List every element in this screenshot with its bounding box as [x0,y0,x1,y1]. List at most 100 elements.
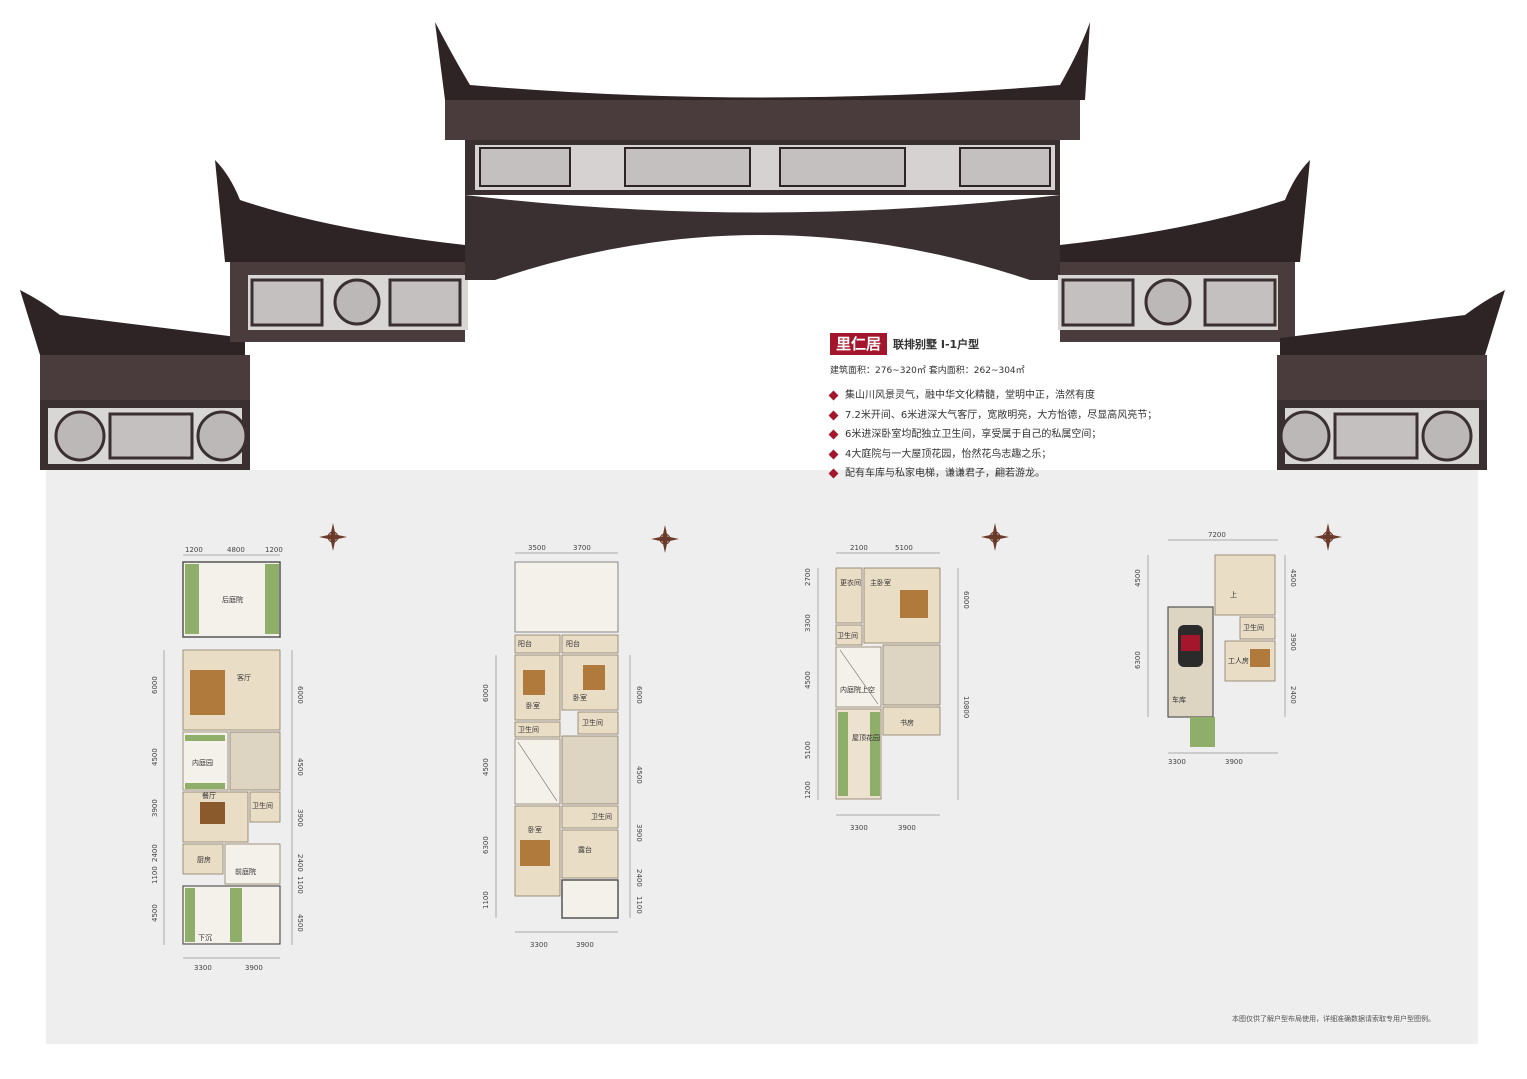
stair-label: 上 [1230,590,1237,599]
dim-label: 4500 [635,766,643,784]
dim-label: 10800 [962,696,970,718]
dim-label: 1200 [185,546,203,554]
dim-label: 6000 [151,676,159,694]
dim-label: 3900 [245,964,263,972]
room-label: 卫生间 [582,718,603,727]
dim-label: 4500 [1289,569,1297,587]
room-label: 屋顶花园 [852,733,880,742]
dim-label: 6000 [962,591,970,609]
room-label: 卫生间 [252,801,273,810]
room-label: 卧室 [528,825,542,834]
dim-label: 4500 [482,758,490,776]
dim-label: 5100 [895,544,913,552]
dim-label: 3300 [1168,758,1186,766]
feature-item: 配有车库与私家电梯，谦谦君子，翩若游龙。 [828,464,1157,484]
dim-label: 6300 [1134,651,1142,669]
dim-label: 4500 [296,914,304,932]
dim-label: 2400 [296,854,304,872]
area-info: 建筑面积：276~320㎡ 套内面积：262~304㎡ [830,366,1025,376]
compass-icon [1314,523,1342,551]
room-label: 厨房 [197,855,211,864]
dim-label: 3900 [151,799,159,817]
dim-label: 3900 [635,824,643,842]
diamond-bullet-icon [828,410,839,421]
dim-label: 4500 [804,671,812,689]
room-label: 前庭院 [235,867,256,876]
dim-label: 3900 [296,809,304,827]
dim-label: 3900 [898,824,916,832]
room-label: 卫生间 [591,812,612,821]
dim-label: 4500 [1134,569,1142,587]
room-label: 阳台 [518,639,532,648]
dim-label: 3300 [804,614,812,632]
room-label: 卫生间 [1243,623,1264,632]
room-label: 更衣间 [840,578,861,587]
dim-label: 2100 [850,544,868,552]
room-label: 餐厅 [202,791,216,800]
dim-label: 6300 [482,836,490,854]
roof-left-low [20,290,245,355]
title-block: 里仁居 联排别墅 I-1户型 [830,333,1010,355]
dim-label: 3900 [1225,758,1243,766]
unit-type-label: 联排别墅 I-1户型 [893,338,980,351]
room-label: 后庭院 [222,595,243,604]
dim-label: 1200 [265,546,283,554]
floor-plan-4: 7200 上 卫生间 工人房 车库 4500 6300 4500 3900 24… [1134,531,1297,766]
compass-icon [319,523,347,551]
dim-label: 1200 [804,781,812,799]
room-label: 阳台 [566,639,580,648]
dim-label: 3700 [573,544,591,552]
feature-item: 4大庭院与一大屋顶花园，怡然花鸟志趣之乐； [828,445,1157,465]
dim-label: 3300 [850,824,868,832]
floor-plan-2: 3500 3700 阳台 阳台 卧室 卧室 卫生间 卫生间 卧室 卫生间 露台 … [482,544,643,949]
room-label: 露台 [578,845,592,854]
room-label: 卫生间 [837,631,858,640]
dim-label: 1100 [151,866,159,884]
diamond-bullet-icon [828,429,839,440]
dim-label: 2700 [804,568,812,586]
room-label: 主卧室 [870,578,891,587]
dim-label: 4500 [151,904,159,922]
dim-label: 3900 [576,941,594,949]
room-label: 内庭园 [192,758,213,767]
dim-label: 2400 [1289,686,1297,704]
dim-label: 1100 [635,896,643,914]
floor-plan-1: 1200 4800 1200 后庭院 客厅 内庭园 餐厅 卫生间 厨房 前庭院 … [151,546,304,972]
compass-icon [981,523,1009,551]
dim-label: 5100 [804,741,812,759]
room-label: 书房 [900,718,914,727]
feature-item: 集山川风景灵气，融中华文化精髓，堂明中正，浩然有度 [828,386,1157,406]
hui-style-roofline-artwork [20,22,1505,470]
feature-item: 6米进深卧室均配独立卫生间，享受属于自己的私属空间； [828,425,1157,445]
dim-label: 4500 [296,758,304,776]
dim-label: 6000 [296,686,304,704]
dim-label: 2400 [151,844,159,862]
dim-label: 4800 [227,546,245,554]
room-label: 卧室 [573,693,587,702]
feature-list: 集山川风景灵气，融中华文化精髓，堂明中正，浩然有度 7.2米开间、6米进深大气客… [828,386,1157,484]
project-name: 里仁居 [830,333,888,355]
dim-label: 6000 [482,684,490,702]
dim-label: 4500 [151,748,159,766]
feature-item: 7.2米开间、6米进深大气客厅，宽敞明亮，大方怡德，尽显高风亮节； [828,406,1157,426]
dim-label: 2400 [635,869,643,887]
room-label: 卫生间 [518,725,539,734]
disclaimer-text: 本图仅供了解户型布局使用，详细准确数据请索取专用户型图例。 [1232,1015,1435,1023]
diamond-bullet-icon [828,449,839,460]
dim-label: 1100 [296,876,304,894]
dim-label: 3500 [528,544,546,552]
dim-label: 3300 [194,964,212,972]
room-label: 卧室 [526,701,540,710]
floor-plan-3: 2100 5100 更衣间 主卧室 卫生间 内庭院上空 书房 屋顶花园 2700… [804,544,970,832]
diamond-bullet-icon [828,468,839,479]
room-label: 车库 [1172,695,1186,704]
room-label: 下沉 [198,934,212,942]
dim-label: 6000 [635,686,643,704]
room-label: 内庭院上空 [840,685,875,694]
dim-label: 3300 [530,941,548,949]
dim-label: 1100 [482,891,490,909]
dim-label: 7200 [1208,531,1226,539]
room-label: 工人房 [1228,656,1249,665]
compass-icon [651,525,679,553]
diamond-bullet-icon [828,390,839,401]
